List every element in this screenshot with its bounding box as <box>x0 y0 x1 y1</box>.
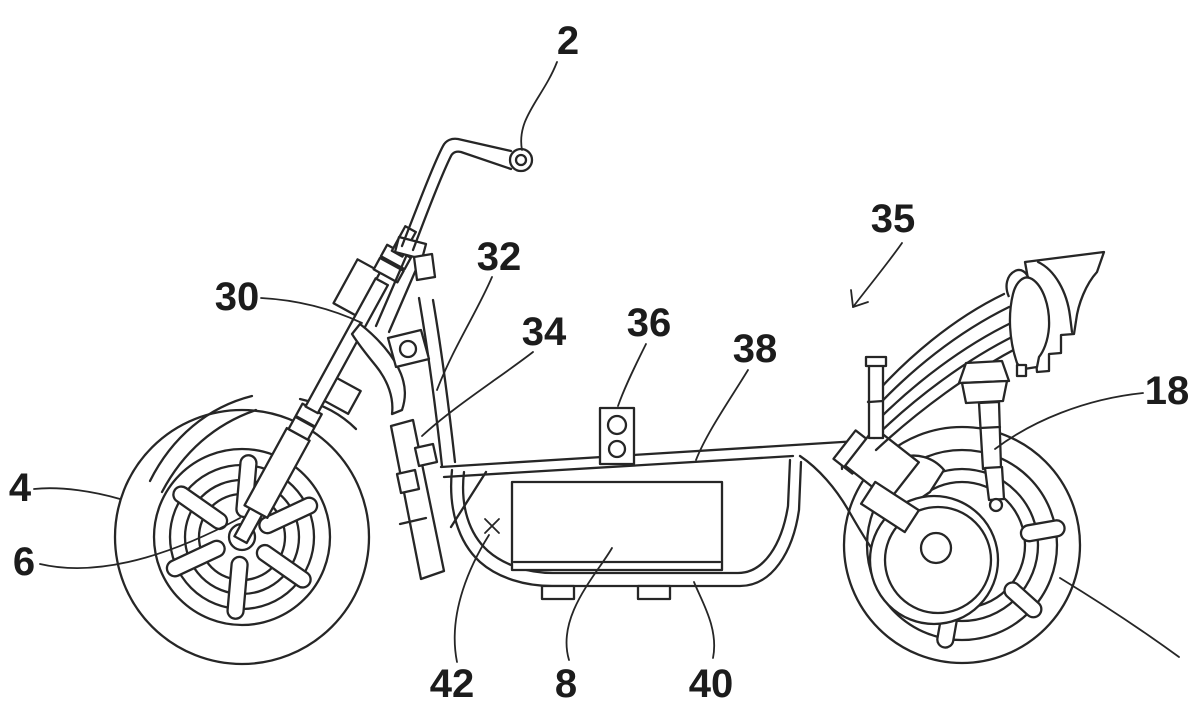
reference-numerals: 2 30 32 34 36 38 35 18 4 6 42 8 40 <box>9 19 1189 706</box>
ref-label-42: 42 <box>430 662 475 706</box>
leader-32 <box>436 276 493 391</box>
legshield-plate <box>389 418 446 581</box>
leader-40 <box>693 581 716 659</box>
strut-bracket-hole <box>398 339 418 359</box>
rear-carrier <box>864 292 1021 452</box>
bracket-hole-bottom <box>607 439 627 459</box>
leader-42 <box>453 534 490 663</box>
leader-34 <box>421 351 534 437</box>
fork-upper-tube <box>304 277 390 415</box>
shock-cap <box>957 359 1011 385</box>
ref-label-38: 38 <box>733 327 778 371</box>
leader-30 <box>260 297 363 324</box>
shock-mount <box>960 379 1009 405</box>
controller-box <box>832 426 921 534</box>
floor-rail <box>439 439 860 479</box>
bracket-hole-top <box>606 414 628 436</box>
front-fender <box>148 394 358 494</box>
head-bracket <box>412 252 437 282</box>
leader-18 <box>994 392 1144 450</box>
seat-hinge <box>1015 363 1028 378</box>
frame-gusset <box>449 470 488 529</box>
front-spokes <box>165 454 319 620</box>
ref-label-4: 4 <box>9 466 32 510</box>
ref-label-36: 36 <box>627 301 672 345</box>
rear-shock <box>957 359 1011 513</box>
handlebar <box>400 137 534 252</box>
shock-rod <box>983 465 1006 502</box>
shock-eye <box>988 497 1004 513</box>
x-mark-42 <box>484 518 500 534</box>
leader-38 <box>695 369 749 461</box>
handlebar-grip-center <box>514 153 528 167</box>
head-tube <box>374 235 437 334</box>
shock-body <box>977 400 1003 471</box>
leader-6 <box>39 517 241 569</box>
down-tube <box>417 296 457 468</box>
controller-body <box>844 426 920 502</box>
plate-bracket-2 <box>395 468 421 495</box>
ref-label-18: 18 <box>1145 369 1190 413</box>
battery-box <box>510 480 724 572</box>
leader-lines <box>33 61 1180 663</box>
leader-2 <box>520 61 558 151</box>
seat-cushion <box>1005 268 1051 378</box>
mount-tab-1 <box>540 584 576 601</box>
leader-rear-tire <box>1059 577 1180 658</box>
ref-label-30: 30 <box>215 275 260 319</box>
mount-tab-2 <box>636 584 672 601</box>
frame-bracket <box>598 406 636 466</box>
front-fork <box>233 225 417 545</box>
motor-axle <box>919 531 953 565</box>
carrier-post-cap <box>864 355 888 368</box>
arrow-35 <box>850 242 903 308</box>
ref-label-35: 35 <box>871 197 916 241</box>
curved-strut <box>350 322 431 416</box>
ref-label-8: 8 <box>555 662 577 706</box>
ref-label-40: 40 <box>689 662 734 706</box>
leader-36 <box>617 343 647 407</box>
plate-bracket-1 <box>413 442 439 468</box>
ref-label-32: 32 <box>477 235 522 279</box>
leader-8 <box>565 547 613 661</box>
stem-clamp-band-1 <box>372 256 405 284</box>
ref-label-34: 34 <box>522 310 567 354</box>
ref-label-6: 6 <box>13 540 35 584</box>
leader-4 <box>33 487 121 500</box>
ref-label-2: 2 <box>557 19 579 63</box>
motor-arm <box>859 480 921 534</box>
